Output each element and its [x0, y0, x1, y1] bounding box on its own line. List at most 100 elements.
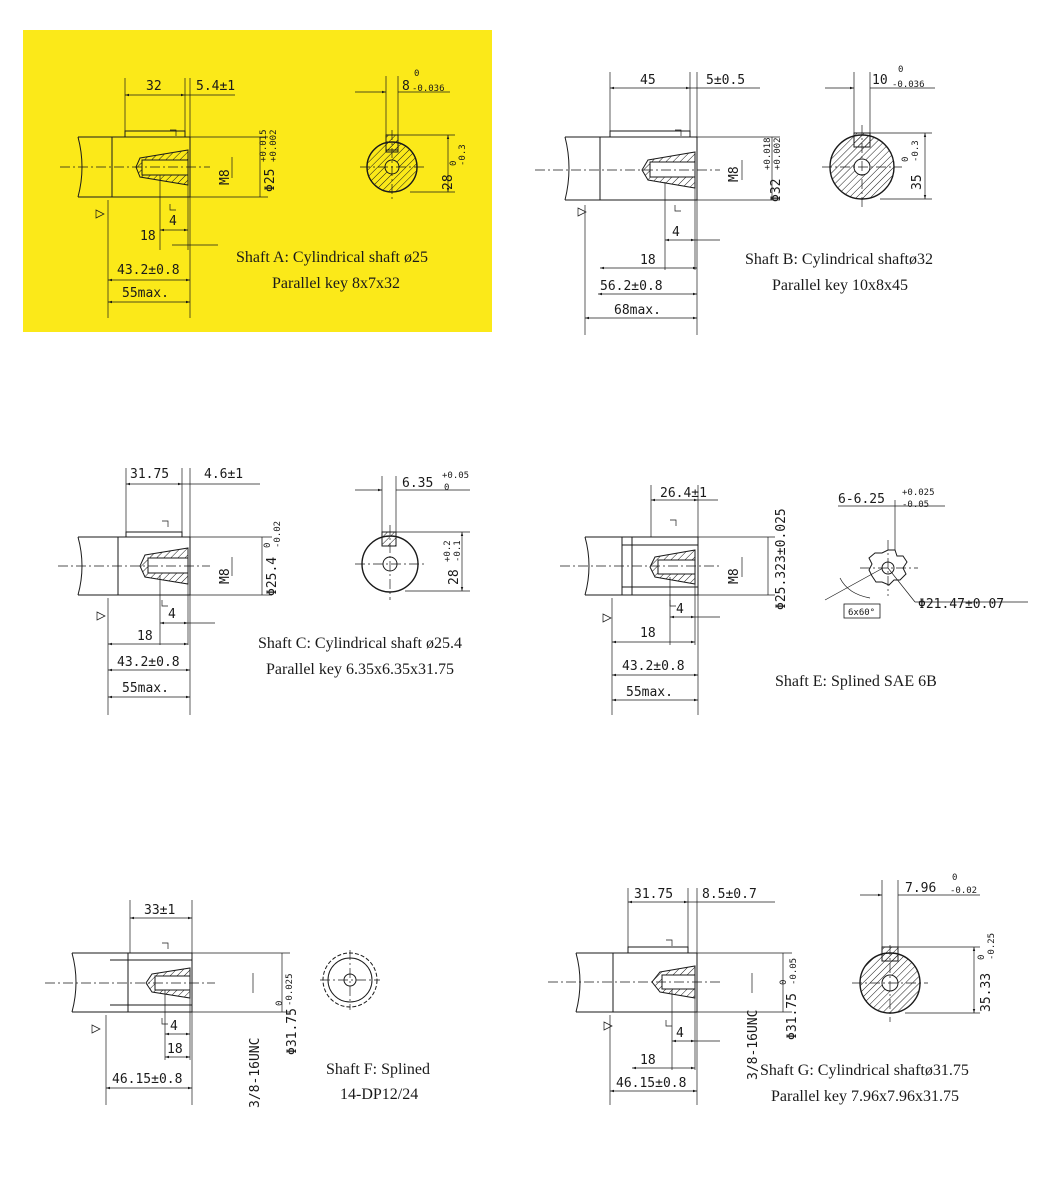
- shaft-e-side-view: 26.4±1 4 18 43.2±0.8 55max. M8 Φ25.323±0…: [560, 485, 789, 715]
- shaft-c-diameter: Φ25.4: [265, 557, 280, 596]
- shaft-a-key-height-low: -0.3: [458, 144, 468, 166]
- shaft-g-tol-low: -0.05: [789, 958, 799, 985]
- shaft-g-dim-4: 4: [676, 1026, 684, 1041]
- shaft-g-key-width-up: 0: [952, 873, 957, 883]
- shaft-e: 26.4±1 4 18 43.2±0.8 55max. M8 Φ25.323±0…: [560, 485, 1028, 715]
- shaft-c-key-height-up: +0.2: [443, 540, 453, 562]
- shaft-g-tol-up: 0: [779, 980, 789, 985]
- shaft-c-side-view: 31.75 4.6±1 4 18 43.2±0.8 55max. M8 Φ25.…: [58, 467, 283, 715]
- shaft-b-caption-2: Parallel key 10x8x45: [772, 277, 908, 294]
- shaft-b-key-width-up: 0: [898, 65, 903, 75]
- shaft-c-section: 6.35 +0.05 0 28 +0.2 -0.1: [355, 471, 470, 600]
- shaft-g-side-view: 31.75 8.5±0.7 4 18 46.15±0.8 3/8-16UNC Φ…: [548, 887, 800, 1105]
- shaft-f: 33±1 4 18 46.15±0.8 3/8-16UNC Φ31.75 0 -…: [45, 900, 430, 1108]
- shaft-c-tol-up: 0: [263, 543, 273, 548]
- shaft-b-caption-1: Shaft B: Cylindrical shaftø32: [745, 251, 933, 268]
- shaft-g-dim-18: 18: [640, 1053, 656, 1068]
- shaft-b-section: 10 0 -0.036 35 0 -0.3: [822, 65, 935, 208]
- shaft-g-caption-1: Shaft G: Cylindrical shaftø31.75: [760, 1062, 969, 1079]
- shaft-g-dim-31-75: 31.75: [634, 887, 673, 902]
- shaft-c-tol-low: -0.02: [273, 521, 283, 548]
- shaft-f-tol-up: 0: [275, 1001, 285, 1006]
- shaft-c-thread: M8: [218, 568, 233, 584]
- shaft-a-section: 8 0 -0.036 28 0 -0.3: [355, 69, 468, 200]
- shaft-c-dim-43-2: 43.2±0.8: [117, 655, 180, 670]
- shaft-e-spline: 6-6.25: [838, 492, 885, 507]
- shaft-e-minor-diameter: Φ21.47±0.07: [918, 597, 1004, 612]
- shaft-a-dim-43-2: 43.2±0.8: [117, 263, 180, 278]
- shaft-g-thread: 3/8-16UNC: [746, 1010, 761, 1080]
- shaft-b-dim-56-2: 56.2±0.8: [600, 279, 663, 294]
- shaft-a-key-height-up: 0: [449, 161, 459, 166]
- shaft-g-dim-46-15: 46.15±0.8: [616, 1076, 686, 1091]
- shaft-b-key-height-low: -0.3: [911, 140, 921, 162]
- shaft-g: 31.75 8.5±0.7 4 18 46.15±0.8 3/8-16UNC Φ…: [548, 873, 997, 1105]
- shaft-b-diameter: Φ32: [769, 179, 784, 202]
- shaft-b-dim-4: 4: [672, 225, 680, 240]
- shaft-e-dim-18: 18: [640, 626, 656, 641]
- shaft-a-dim-5-4: 5.4±1: [196, 79, 235, 94]
- shaft-b-tol-low: +0.002: [773, 137, 783, 170]
- shaft-b-side-view: 45 5±0.5 4 18 56.2±0.8 68max. M8 Φ32 +0.…: [535, 72, 784, 335]
- shaft-c-dim-4-6: 4.6±1: [204, 467, 243, 482]
- shaft-e-section: 6-6.25 +0.025 -0.05 Φ21.47±0.07 6x60°: [824, 488, 1028, 619]
- shaft-a-tol-up: +0.015: [259, 129, 269, 162]
- shaft-c-dim-4: 4: [168, 607, 176, 622]
- shaft-f-dim-4: 4: [170, 1019, 178, 1034]
- shaft-e-spline-up: +0.025: [902, 488, 935, 498]
- shaft-f-section: [320, 950, 380, 1010]
- shaft-b: 45 5±0.5 4 18 56.2±0.8 68max. M8 Φ32 +0.…: [535, 65, 935, 335]
- shaft-c-key-width: 6.35: [402, 476, 433, 491]
- shaft-f-caption-1: Shaft F: Splined: [326, 1061, 430, 1078]
- shaft-b-key-height-up: 0: [901, 157, 911, 162]
- shaft-a-diameter: Φ25: [263, 169, 278, 192]
- shaft-a: 32 5.4±1 4 18 43.2±0.8 55max. M8 Φ25 +0.…: [60, 69, 468, 318]
- shaft-f-tol-low: -0.025: [285, 973, 295, 1006]
- shaft-f-diameter: Φ31.75: [285, 1008, 300, 1055]
- shaft-f-dim-46-15: 46.15±0.8: [112, 1072, 182, 1087]
- shaft-f-dim-33: 33±1: [144, 903, 175, 918]
- shaft-g-key-width-low: -0.02: [950, 886, 977, 896]
- shaft-b-dim-45: 45: [640, 73, 656, 88]
- shaft-e-spline-low: -0.05: [902, 500, 929, 510]
- shaft-e-thread: M8: [727, 568, 742, 584]
- shaft-a-highlight: [23, 30, 492, 332]
- shaft-a-dim-55max: 55max.: [122, 286, 169, 301]
- shaft-e-diameter: Φ25.323±0.025: [774, 508, 789, 610]
- shaft-b-key-width-low: -0.036: [892, 80, 925, 90]
- shaft-e-tooth-count: 6x60°: [848, 608, 875, 618]
- shaft-a-dim-18: 18: [140, 229, 156, 244]
- shaft-e-dim-26-4: 26.4±1: [660, 486, 707, 501]
- shaft-b-dim-5: 5±0.5: [706, 73, 745, 88]
- shaft-g-caption-2: Parallel key 7.96x7.96x31.75: [771, 1088, 959, 1105]
- shaft-e-caption-1: Shaft E: Splined SAE 6B: [775, 673, 937, 690]
- shaft-a-key-width: 8: [402, 79, 410, 94]
- shaft-c-key-width-up: +0.05: [442, 471, 469, 481]
- shaft-g-section: 7.96 0 -0.02 35.33 0 -0.25: [852, 873, 997, 1022]
- shaft-a-dim-32: 32: [146, 79, 162, 94]
- shaft-c-dim-18: 18: [137, 629, 153, 644]
- shaft-b-dim-18: 18: [640, 253, 656, 268]
- shaft-g-key-height: 35.33: [979, 973, 994, 1012]
- shaft-c-caption-1: Shaft C: Cylindrical shaft ø25.4: [258, 635, 462, 652]
- shaft-c-key-width-low: 0: [444, 483, 449, 493]
- shaft-c-dim-55max: 55max.: [122, 681, 169, 696]
- shaft-a-caption-1: Shaft A: Cylindrical shaft ø25: [236, 249, 428, 266]
- shaft-b-key-width: 10: [872, 73, 888, 88]
- shaft-a-dim-4: 4: [169, 214, 177, 229]
- shaft-b-thread: M8: [727, 166, 742, 182]
- shaft-a-thread: M8: [218, 169, 233, 185]
- shaft-f-side-view: 33±1 4 18 46.15±0.8 3/8-16UNC Φ31.75 0 -…: [45, 900, 300, 1108]
- shaft-f-thread: 3/8-16UNC: [248, 1038, 263, 1108]
- shaft-g-dim-8-5: 8.5±0.7: [702, 887, 757, 902]
- shaft-c-caption-2: Parallel key 6.35x6.35x31.75: [266, 661, 454, 678]
- shaft-g-diameter: Φ31.75: [785, 993, 800, 1040]
- shaft-e-dim-55max: 55max.: [626, 685, 673, 700]
- shaft-e-dim-4: 4: [676, 602, 684, 617]
- shaft-a-key-width-low: -0.036: [412, 84, 445, 94]
- shaft-e-dim-43-2: 43.2±0.8: [622, 659, 685, 674]
- shaft-c-dim-31-75: 31.75: [130, 467, 169, 482]
- shaft-a-key-width-up: 0: [414, 69, 419, 79]
